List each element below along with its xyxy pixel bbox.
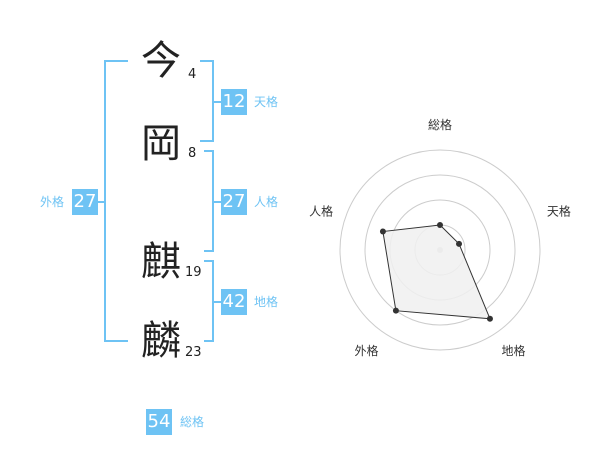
radar-series-polygon (382, 224, 491, 320)
radar-axis-label-2: 天格 (547, 203, 571, 218)
chikaku-score-badge: 42 (221, 289, 247, 315)
soukaku-score-badge: 54 (146, 409, 172, 435)
chikaku-bracket (204, 260, 214, 342)
radar-axis-label-1: 総格 (428, 117, 452, 132)
stroke-count-3: 19 (185, 265, 202, 280)
name-char-2: 岡 (141, 121, 181, 167)
radar-point-5 (379, 228, 386, 235)
radar-axis-label-4: 外格 (354, 343, 378, 358)
radar-ring-3 (364, 174, 516, 326)
radar-points (379, 222, 493, 322)
radar-ring-4 (339, 149, 541, 351)
jinkaku-bracket (204, 150, 214, 252)
chikaku-label: 地格 (254, 295, 279, 309)
name-char-3: 麒 (141, 239, 181, 285)
jinkaku-label: 人格 (254, 195, 279, 209)
radar-polygon-group (382, 224, 491, 320)
radar-point-1 (437, 222, 443, 228)
radar-point-2 (456, 240, 463, 247)
gaikaku-score-badge: 27 (72, 189, 98, 215)
radar-axis-label-5: 人格 (309, 203, 333, 218)
stroke-count-2: 8 (188, 146, 197, 161)
gaikaku-bracket-tick (98, 201, 106, 203)
radar-axis-label-3: 地格 (501, 343, 525, 358)
stroke-count-1: 4 (188, 67, 197, 82)
tenkaku-bracket (200, 60, 214, 142)
jinkaku-bracket-tick (214, 201, 222, 203)
gaikaku-label: 外格 (40, 195, 65, 209)
chikaku-bracket-tick (214, 301, 222, 303)
soukaku-label: 総格 (180, 415, 205, 429)
radar-point-3 (486, 315, 493, 322)
name-char-4: 麟 (141, 318, 181, 364)
tenkaku-score-badge: 12 (221, 89, 247, 115)
tenkaku-label: 天格 (254, 95, 279, 109)
name-char-1: 今 (141, 38, 181, 84)
stroke-count-4: 23 (185, 345, 202, 360)
radar-point-4 (392, 307, 399, 314)
jinkaku-score-badge: 27 (221, 189, 247, 215)
tenkaku-bracket-tick (214, 101, 222, 103)
